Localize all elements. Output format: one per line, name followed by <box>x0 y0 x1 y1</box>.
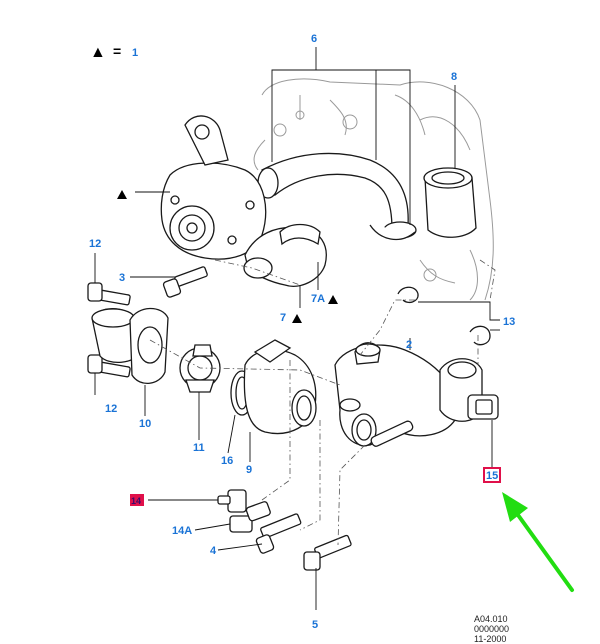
legend-triangle-icon: ▲ <box>90 44 106 61</box>
sensor-14 <box>217 489 247 513</box>
legend-value: 1 <box>132 47 138 59</box>
reference-line-1: A04.010 <box>474 614 508 624</box>
legend: ▲ = 1 <box>90 43 138 61</box>
bolt-12-upper <box>87 282 131 306</box>
highlight-box <box>130 494 144 506</box>
temperature-sensor-15 <box>467 394 499 420</box>
coolant-outlet-housing <box>334 342 483 447</box>
leader-lines <box>94 47 500 610</box>
callout-13: 13 <box>503 316 515 328</box>
water-pump <box>160 115 267 260</box>
bolt-5 <box>303 534 352 571</box>
callout-7a: 7A <box>311 293 325 305</box>
callout-12-upper: 12 <box>89 238 101 250</box>
callout-16: 16 <box>221 455 233 467</box>
legend-equals: = <box>113 43 121 59</box>
triangle-marker-icon <box>117 190 127 199</box>
highlighted-callout-15: 15 <box>483 467 501 483</box>
reference-code: A04.010 0000000 11-2000 <box>474 614 509 644</box>
reference-line-3: 11-2000 <box>474 634 506 644</box>
callout-11: 11 <box>193 442 205 454</box>
highlighted-callout-14: 14 <box>130 494 144 506</box>
callout-9: 9 <box>246 464 252 476</box>
clip-13-lower <box>469 325 491 346</box>
bolt-4 <box>255 513 302 554</box>
callout-14a: 14A <box>172 525 192 537</box>
triangle-marker-icon <box>292 314 302 323</box>
callout-4: 4 <box>210 545 217 557</box>
callout-5: 5 <box>312 619 318 631</box>
reference-line-2: 0000000 <box>474 624 509 634</box>
callout-10: 10 <box>139 418 151 430</box>
filler-neck <box>423 167 477 238</box>
bolt-12-lower <box>87 354 131 378</box>
callout-15: 15 <box>486 470 498 482</box>
green-arrow-icon <box>502 492 574 592</box>
callout-12-lower: 12 <box>105 403 117 415</box>
lower-coolant-hose <box>243 223 327 287</box>
upper-coolant-hose <box>257 152 417 241</box>
callout-14: 14 <box>131 496 141 506</box>
bolt-3 <box>162 266 208 298</box>
callout-labels: 6 8 12 3 7A 7 2 13 12 10 11 16 9 14A 4 5 <box>89 33 515 631</box>
thermostat-housing <box>243 339 317 434</box>
clip-13-upper <box>397 286 419 304</box>
callout-6: 6 <box>311 33 317 45</box>
callout-2: 2 <box>406 339 412 351</box>
callout-7: 7 <box>280 312 286 324</box>
assembly-lines <box>149 259 496 546</box>
highlight-box <box>483 467 501 483</box>
triangle-marker-icon <box>328 295 338 304</box>
outlet-pipe-flange <box>91 307 169 384</box>
callout-3: 3 <box>119 272 125 284</box>
callout-8: 8 <box>451 71 457 83</box>
sensor-14a <box>229 501 271 533</box>
